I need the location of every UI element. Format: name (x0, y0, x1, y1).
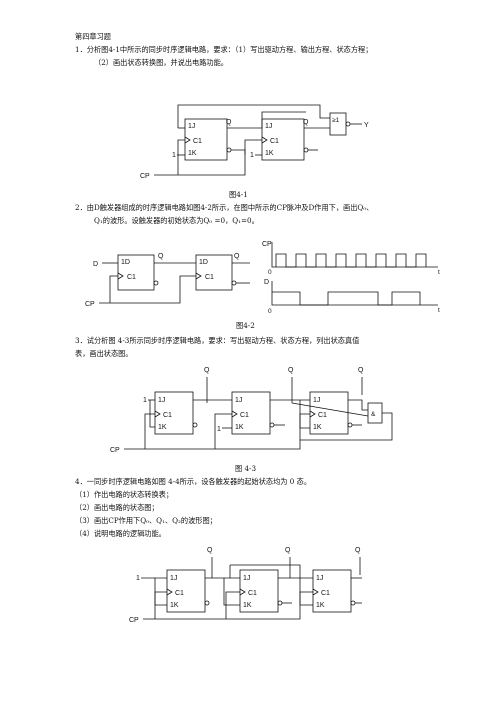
svg-text:1K: 1K (316, 602, 325, 609)
problem-4-item2: （2）画出电路的状态图； (75, 503, 159, 512)
ff1-c1-label: C1 (193, 138, 202, 145)
svg-text:C1: C1 (240, 412, 249, 419)
wave-d-label: D (264, 279, 269, 286)
problem-2-line2: Q₁的波形。设触发器的初始状态为Q₀ =0，Q₁=0。 (94, 216, 259, 225)
svg-text:1K: 1K (313, 424, 322, 431)
figure-4-1: 1J C1 1K 1J C1 1K Q Q ≥1 Y 1 1 CP (140, 104, 369, 180)
f4-q0-label: Q (207, 547, 213, 554)
problem-1-line1: 1．分析图4-1中所示的同步时序逻辑电路，要求：（1）写出驱动方程、输出方程、状… (75, 45, 373, 54)
wave-cp-t: t (438, 269, 440, 276)
svg-text:1J: 1J (170, 575, 177, 582)
f3-q0-label: Q (204, 367, 210, 374)
ff2-c1-label: C1 (270, 138, 279, 145)
wave-d-zero: 0 (268, 308, 272, 315)
ff2-q-label: Q (303, 119, 309, 126)
f4-q2-label: Q (355, 547, 361, 554)
output-y-label: Y (364, 122, 369, 129)
dff1-d-label: 1D (199, 259, 208, 266)
svg-text:1J: 1J (243, 575, 250, 582)
cp-label-4-1: CP (140, 173, 150, 180)
problem-4-line1: 4．一同步时序逻辑电路如图 4-4所示，设各触发器的起始状态均为 0 态。 (75, 477, 312, 486)
dff1-c1-label: C1 (205, 274, 214, 281)
figure-4-3-caption: 图 4-3 (235, 464, 257, 473)
cp-waveform (275, 253, 427, 268)
f3-q2-label: Q (358, 367, 364, 374)
problem-1-line2: （2）画出状态转换图，并说出电路功能。 (94, 58, 228, 67)
figure-4-4: Q Q Q 1J C1 1K 1 1J C1 1K 1J C1 1K (129, 547, 362, 624)
svg-text:1J: 1J (158, 397, 165, 404)
ff2-j-label: 1J (265, 123, 272, 130)
f3-ff0-j-one: 1 (143, 397, 147, 404)
dff1-box (195, 254, 233, 291)
cp-label-4-2: CP (85, 301, 95, 308)
f3-ff1-box (231, 391, 271, 435)
figure-4-3: Q Q Q 1J C1 1K 1 1J C1 1K 1 1J C1 1K (110, 367, 393, 454)
svg-text:1K: 1K (170, 602, 179, 609)
f4-ff2-box (312, 569, 352, 613)
ff1-k-one: 1 (172, 152, 176, 159)
dff0-box (117, 254, 155, 291)
dff1-q-label: Q (234, 253, 240, 260)
f3-and-label: & (371, 411, 376, 418)
ff2-box (261, 118, 305, 161)
svg-text:C1: C1 (163, 412, 172, 419)
ff1-box (184, 118, 228, 161)
svg-text:1K: 1K (235, 424, 244, 431)
wave-d-t: t (438, 307, 440, 314)
figure-4-2-caption: 图4-2 (236, 321, 255, 330)
ff2-k-label: 1K (265, 150, 274, 157)
f4-ff0-box (166, 569, 206, 613)
ff1-k-label: 1K (188, 150, 197, 157)
ff1-q-label: Q (226, 119, 232, 126)
svg-text:1J: 1J (316, 575, 323, 582)
wave-cp-label: CP (262, 241, 272, 248)
figure-4-1-caption: 图4-1 (229, 190, 248, 199)
d-input-label: D (93, 261, 98, 268)
d-waveform (272, 291, 421, 306)
or-gate-label: ≥1 (332, 117, 340, 124)
svg-text:C1: C1 (321, 590, 330, 597)
problem-4-item1: （1）作出电路的状态转换表； (75, 490, 174, 499)
f4-ff0-j-one: 1 (136, 575, 140, 582)
f4-q1-label: Q (285, 547, 291, 554)
dff0-d-label: 1D (121, 259, 130, 266)
svg-text:1J: 1J (235, 397, 242, 404)
chapter-title: 第四章习题 (75, 32, 111, 41)
problem-2-line1: 2．由D触发器组成的时序逻辑电路如图4-2所示，在图中所示的CP脉冲及D作用下，… (75, 203, 374, 212)
svg-text:1K: 1K (243, 602, 252, 609)
problem-4-item4: （4）说明电路的逻辑功能。 (75, 529, 166, 538)
f3-ff2-box (309, 391, 349, 435)
problem-3-line1: 3．试分析图 4-3所示同步时序逻辑电路，要求：写出驱动方程、状态方程，列出状态… (75, 336, 360, 345)
svg-text:C1: C1 (248, 590, 257, 597)
svg-text:C1: C1 (175, 590, 184, 597)
f3-ff1-k-one: 1 (217, 426, 221, 433)
svg-text:1J: 1J (313, 397, 320, 404)
ff2-k-one: 1 (250, 152, 254, 159)
f3-ff0-box (154, 391, 194, 435)
f3-q1-label: Q (288, 367, 294, 374)
problem-3-line2: 表，画出状态图。 (75, 349, 133, 358)
ff1-j-label: 1J (188, 123, 195, 130)
f4-ff1-box (239, 569, 279, 613)
dff0-q-label: Q (158, 253, 164, 260)
svg-text:1K: 1K (158, 424, 167, 431)
cp-label-4-4: CP (129, 617, 139, 624)
cp-label-4-3: CP (110, 447, 120, 454)
dff0-c1-label: C1 (127, 274, 136, 281)
wave-cp-zero: 0 (268, 269, 272, 276)
figure-4-2: D 1D C1 Q 1D C1 Q CP CP 0 t D 0 t (85, 241, 440, 315)
svg-text:C1: C1 (318, 412, 327, 419)
problem-4-item3: （3）画出CP作用下Q₀、Q₁、Q₂的波形图； (75, 516, 217, 525)
